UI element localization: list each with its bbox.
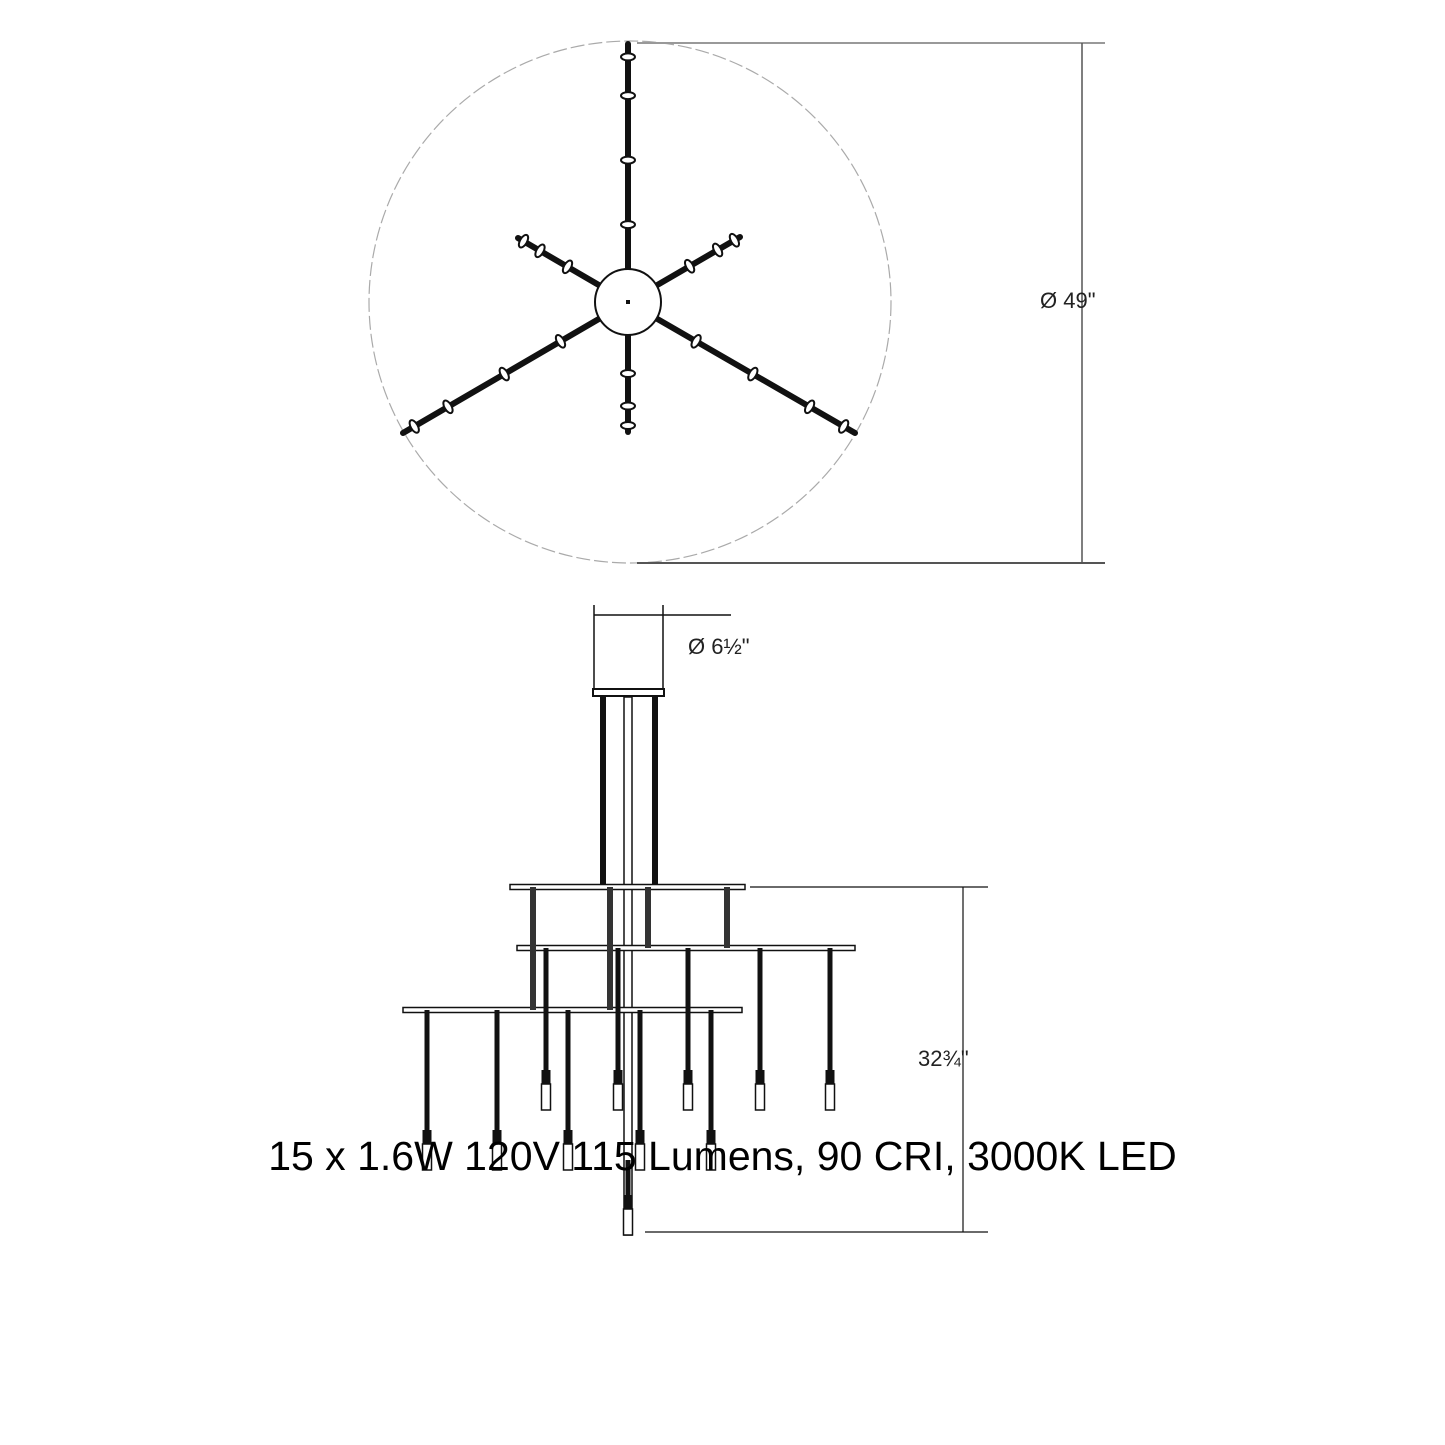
pendant-lens	[562, 1143, 574, 1171]
lamp-clip	[620, 220, 636, 230]
suspension-rod	[600, 697, 606, 887]
pendant-lens	[682, 1083, 694, 1111]
lamp-clip	[711, 242, 724, 258]
pendant-stem	[625, 1160, 631, 1195]
pendant-stem	[637, 1010, 643, 1130]
lamp-clip	[620, 91, 636, 101]
pendant-stem	[708, 1010, 714, 1130]
pendant-cap	[541, 1070, 551, 1084]
pendant-lens	[634, 1143, 646, 1171]
pendant-stem	[685, 948, 691, 1070]
pendant-stem	[615, 948, 621, 1070]
pendant-cap	[613, 1070, 623, 1084]
connector-rod	[645, 887, 651, 948]
pendant-cap	[825, 1070, 835, 1084]
lamp-clip	[620, 401, 636, 411]
overall-diameter-label: Ø 49"	[1040, 288, 1096, 313]
pendant-lens	[491, 1143, 503, 1171]
pendant-lens	[612, 1083, 624, 1111]
pendant-lens	[705, 1143, 717, 1171]
pendant-cap	[635, 1130, 645, 1144]
lamp-clip	[838, 419, 850, 434]
suspension-rod	[652, 697, 658, 887]
pendant-lens	[622, 1208, 634, 1236]
horizontal-bar	[509, 883, 746, 891]
lamp-clip	[620, 369, 636, 378]
lamp-clip	[534, 243, 546, 259]
pendant-lens	[421, 1143, 433, 1171]
lamp-clip	[442, 399, 454, 415]
pendant-cap	[492, 1130, 502, 1144]
lamp-clip	[803, 399, 816, 415]
pendant-cap	[683, 1070, 693, 1084]
pendant-stem	[424, 1010, 430, 1130]
lamp-clip	[690, 333, 702, 349]
lamp-clip	[408, 419, 420, 434]
hub-center	[626, 300, 630, 304]
pendant-stem	[827, 948, 833, 1070]
pendant-cap	[706, 1130, 716, 1144]
connector-rod	[724, 887, 730, 948]
pendant-stem	[565, 1010, 571, 1130]
pendant-cap	[422, 1130, 432, 1144]
lamp-clip	[728, 232, 741, 248]
pendant-stem	[543, 948, 549, 1070]
lamp-clip	[683, 258, 696, 274]
arm	[625, 299, 858, 436]
arm	[400, 299, 631, 436]
lamp-clip	[620, 421, 636, 430]
lamp-clip	[561, 259, 574, 275]
canopy-plate	[592, 688, 665, 697]
pendant-cap	[563, 1130, 573, 1144]
connector-rod	[607, 887, 613, 1010]
lamp-clip	[498, 366, 510, 382]
pendant-lens	[754, 1083, 766, 1111]
canopy-diameter-label: Ø 6½"	[688, 634, 750, 659]
pendant-stem	[494, 1010, 500, 1130]
pendant-cap	[623, 1195, 633, 1209]
pendant-lens	[540, 1083, 552, 1111]
lamp-clip	[747, 366, 759, 382]
lamp-specification: 15 x 1.6W 120V 115 Lumens, 90 CRI, 3000K…	[268, 1133, 1177, 1179]
lamp-clip	[620, 155, 636, 165]
height-label: 32¾"	[918, 1046, 969, 1071]
pendant-stem	[757, 948, 763, 1070]
pendant-cap	[755, 1070, 765, 1084]
outer-diameter-circle	[368, 40, 892, 564]
connector-rod	[530, 887, 536, 1010]
pendant-lens	[824, 1083, 836, 1111]
lamp-clip	[620, 52, 636, 62]
top-view	[368, 40, 1105, 564]
side-view	[402, 605, 988, 1236]
horizontal-bar	[402, 1006, 743, 1014]
lamp-clip	[554, 333, 567, 349]
lamp-clip	[517, 233, 530, 249]
